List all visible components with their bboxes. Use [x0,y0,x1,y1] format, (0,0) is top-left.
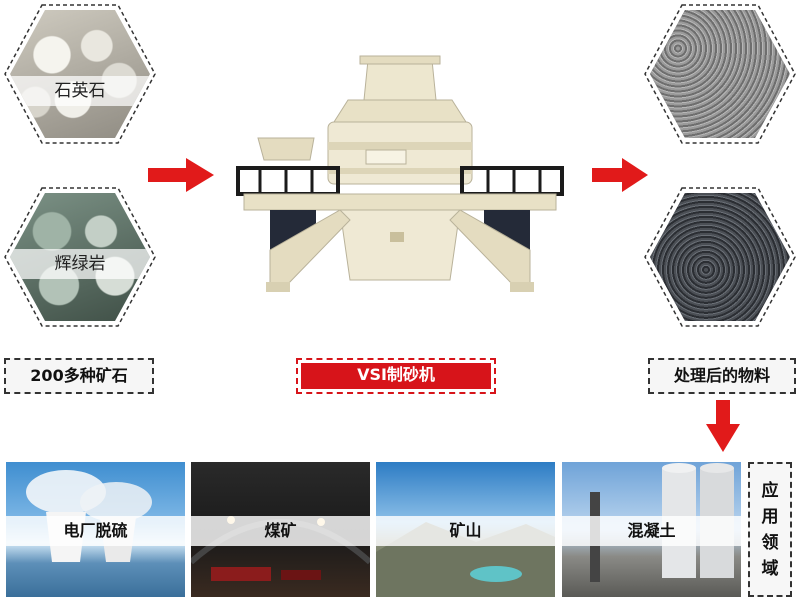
application-label: 煤矿 [191,516,370,546]
vsi-sand-making-machine [236,55,564,292]
application-label: 混凝土 [562,516,741,546]
application-tile-coal-mine: 煤矿 [191,462,370,597]
application-tile-concrete-plant: 混凝土 [562,462,741,597]
application-tile-power-plant: 电厂脱硫 [6,462,185,597]
right-arrow-icon [148,158,214,192]
gabbro-label: 辉绿岩 [10,249,150,279]
gabbro-image: 辉绿岩 [10,193,150,321]
input-caption: 200多种矿石 [4,358,154,394]
machine-caption: VSI制砂机 [301,363,491,389]
applications-title: 应 用 领 域 [748,462,792,597]
right-arrow-icon [592,158,648,192]
applications-title-char: 用 [761,506,779,527]
down-arrow-icon [706,400,740,452]
applications-title-char: 领 [761,532,779,553]
output-caption: 处理后的物料 [648,358,796,394]
quartz-label: 石英石 [10,76,150,106]
quartz-image: 石英石 [10,10,150,138]
application-label: 电厂脱硫 [6,516,185,546]
application-tile-mountain-quarry: 矿山 [376,462,555,597]
application-label: 矿山 [376,516,555,546]
machine-caption-box: VSI制砂机 [296,358,496,394]
applications-title-char: 域 [761,558,779,579]
applications-title-char: 应 [761,480,779,501]
